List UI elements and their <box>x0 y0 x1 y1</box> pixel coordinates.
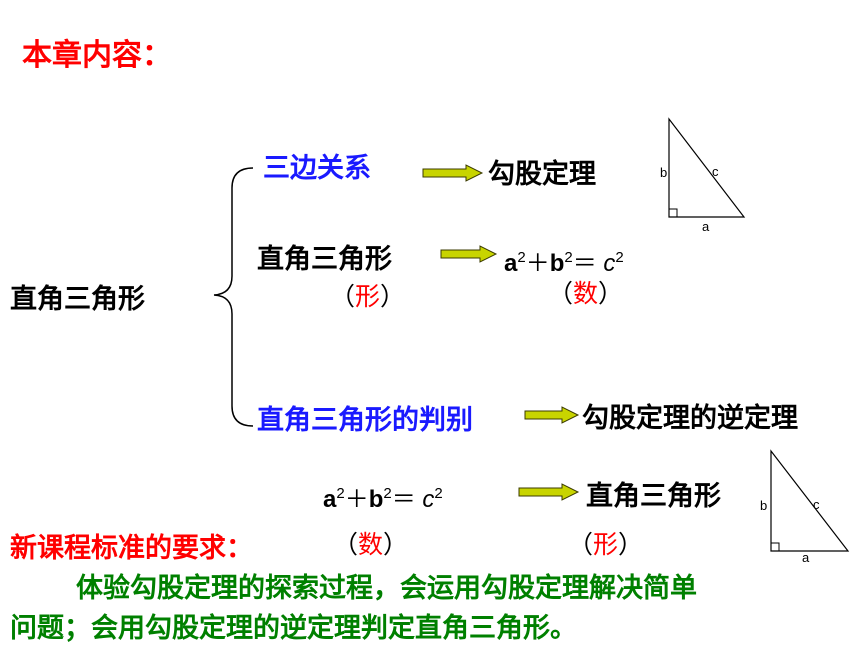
triangle-label-b: b <box>760 498 768 513</box>
chapter-title: 本章内容： <box>22 38 172 73</box>
triangle-label-a: a <box>802 550 810 565</box>
branch-judge-label: 直角三角形的判别 <box>257 405 473 436</box>
tag-shape: （形） <box>568 530 644 559</box>
converse-result: 直角三角形 <box>586 481 721 512</box>
right-triangle-icon <box>668 117 746 218</box>
tag-number: （数） <box>333 530 409 559</box>
requirement-line-1: 体验勾股定理的探索过程，会运用勾股定理解决简单 <box>76 573 697 604</box>
arrow-icon <box>422 164 484 182</box>
branch-judge-result: 勾股定理的逆定理 <box>582 403 798 434</box>
formula-pythagoras: a2＋b2＝ c2 <box>504 249 624 277</box>
requirement-heading: 新课程标准的要求： <box>10 533 253 564</box>
arrow-icon <box>524 406 580 424</box>
curly-brace <box>213 167 254 427</box>
right-triangle-icon <box>770 449 850 552</box>
formula-converse: a2＋b2＝ c2 <box>323 485 443 513</box>
triangle-label-c: c <box>813 497 820 512</box>
triangle-label-c: c <box>712 164 719 179</box>
arrow-icon <box>440 245 498 263</box>
arrow-icon <box>518 483 580 501</box>
tag-number: （数） <box>548 279 624 308</box>
requirement-line-2: 问题；会用勾股定理的逆定理判定直角三角形。 <box>10 613 577 644</box>
branch-right-label: 直角三角形 <box>257 244 392 275</box>
root-label: 直角三角形 <box>10 284 145 315</box>
tag-shape: （形） <box>330 282 406 311</box>
branch-sides-result: 勾股定理 <box>488 159 596 190</box>
triangle-label-a: a <box>702 219 710 234</box>
branch-sides-label: 三边关系 <box>263 153 371 184</box>
triangle-label-b: b <box>660 165 668 180</box>
